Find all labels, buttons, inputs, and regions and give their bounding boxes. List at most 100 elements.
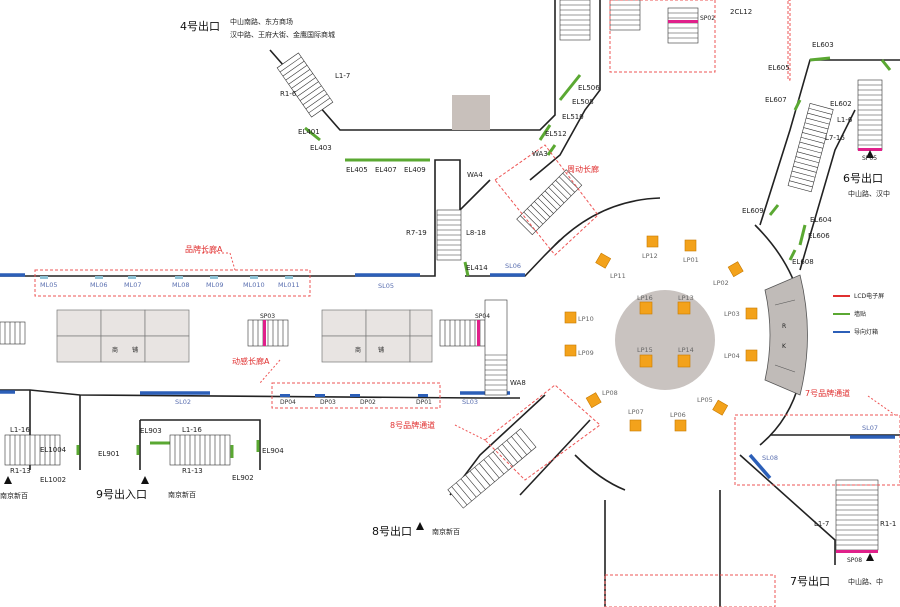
svg-text:EL403: EL403 (310, 144, 332, 152)
exit4-dest: 中山南路、东方商场 (230, 17, 293, 26)
svg-text:DP02: DP02 (360, 399, 376, 406)
wall (739, 454, 836, 565)
svg-text:ML010: ML010 (243, 281, 265, 289)
svg-text:K: K (782, 343, 787, 350)
svg-text:LP13: LP13 (678, 294, 694, 302)
svg-text:EL603: EL603 (812, 41, 834, 49)
moving-corridor: 周动长廊 (567, 164, 599, 174)
legend: LCD电子屏 墙贴 导向灯箱 (833, 292, 884, 336)
svg-text:LP01: LP01 (683, 256, 699, 264)
svg-text:EL606: EL606 (808, 232, 830, 240)
svg-text:SP05: SP05 (862, 155, 877, 162)
moving-corridor-a: 动感长廊A (232, 356, 270, 366)
svg-text:DP03: DP03 (320, 399, 336, 406)
lp-labels: LP11 LP12 LP01 LP02 LP03 LP04 LP05 LP06 … (578, 252, 740, 419)
exit9-label: 9号出入口 (96, 487, 147, 501)
svg-text:ML07: ML07 (124, 281, 142, 289)
svg-text:EL609: EL609 (742, 207, 764, 215)
svg-text:DP01: DP01 (416, 399, 432, 406)
svg-text:LP09: LP09 (578, 349, 594, 357)
brand-corridor-a: 品牌长廊A (185, 244, 223, 254)
svg-text:SP04: SP04 (475, 313, 490, 320)
svg-text:SL03: SL03 (462, 398, 478, 406)
wall (799, 109, 856, 271)
exit6-label: 6号出口 (843, 171, 883, 185)
svg-text:WA3: WA3 (532, 150, 548, 158)
svg-text:SL05: SL05 (378, 282, 394, 290)
svg-text:ML05: ML05 (40, 281, 58, 289)
svg-text:EL602: EL602 (830, 100, 852, 108)
svg-text:LP14: LP14 (678, 346, 694, 354)
exit-arrows (4, 150, 874, 561)
central-platform (615, 290, 715, 390)
exit6-dest: 中山路、汉中 (848, 189, 890, 198)
svg-text:EL405: EL405 (346, 166, 368, 174)
svg-text:L1-16: L1-16 (182, 426, 202, 434)
svg-text:LP07: LP07 (628, 408, 644, 416)
svg-text:LP11: LP11 (610, 272, 626, 280)
exit7-label: 7号出口 (790, 574, 830, 588)
svg-text:ML06: ML06 (90, 281, 108, 289)
facility-labels: EL506 EL508 EL510 EL512 WA3 WA4 EL401 EL… (40, 8, 878, 484)
svg-text:SL06: SL06 (505, 262, 521, 270)
svg-text:SP03: SP03 (260, 313, 275, 320)
exit4-dest: 汉中路、王府大街、金鹰国际商城 (230, 30, 335, 39)
svg-text:LP10: LP10 (578, 315, 594, 323)
wall (529, 0, 601, 181)
svg-text:EL414: EL414 (466, 264, 488, 272)
svg-text:R1-13: R1-13 (10, 467, 31, 475)
svg-text:EL901: EL901 (98, 450, 120, 458)
svg-text:EL903: EL903 (140, 427, 162, 435)
svg-text:LP05: LP05 (697, 396, 713, 404)
svg-text:R1-1: R1-1 (880, 520, 896, 528)
wall (0, 159, 491, 277)
svg-text:LP04: LP04 (724, 352, 740, 360)
stair-labels: L1-7 R1-6 R7-19 L8-18 L1-16 R1-13 L1-16 … (10, 15, 896, 564)
svg-text:EL510: EL510 (562, 113, 584, 121)
svg-text:LP15: LP15 (637, 346, 653, 354)
svg-text:EL605: EL605 (768, 64, 790, 72)
svg-text:EL512: EL512 (545, 130, 567, 138)
shop-char: 铺 (132, 346, 138, 354)
rk-booth: R K (764, 274, 808, 396)
svg-text:EL409: EL409 (404, 166, 426, 174)
shop-char: 铺 (378, 346, 384, 354)
svg-text:SP02: SP02 (700, 15, 715, 22)
svg-text:EL904: EL904 (262, 447, 284, 455)
svg-text:LP16: LP16 (637, 294, 653, 302)
svg-text:DP04: DP04 (280, 399, 296, 406)
svg-text:WA8: WA8 (510, 379, 526, 387)
svg-text:EL604: EL604 (810, 216, 832, 224)
svg-text:R7-19: R7-19 (406, 229, 427, 237)
svg-text:L7-16: L7-16 (825, 134, 845, 142)
svg-text:2CL12: 2CL12 (730, 8, 752, 16)
svg-text:R1-6: R1-6 (280, 90, 297, 98)
svg-text:EL407: EL407 (375, 166, 397, 174)
svg-text:EL608: EL608 (792, 258, 814, 266)
legend-lightbox: 导向灯箱 (854, 328, 878, 336)
svg-text:LP02: LP02 (713, 279, 729, 287)
exit7-dest: 中山路、中 (848, 577, 883, 586)
svg-text:L1-7: L1-7 (814, 520, 829, 528)
wall (574, 454, 626, 491)
svg-text:L1-7: L1-7 (335, 72, 350, 80)
svg-text:EL902: EL902 (232, 474, 254, 482)
svg-text:SL08: SL08 (762, 454, 778, 462)
exit-left-dest: 南京新百 (0, 491, 28, 500)
wall (759, 59, 900, 226)
brand-channel-8: 8号品牌通道 (390, 420, 435, 430)
svg-text:EL1004: EL1004 (40, 446, 67, 454)
stairs (0, 0, 883, 553)
exit4-label: 4号出口 (180, 19, 220, 33)
wall (140, 419, 261, 470)
svg-text:R: R (782, 323, 786, 330)
svg-text:L1-16: L1-16 (10, 426, 30, 434)
shop-char: 商 (112, 346, 118, 354)
svg-text:EL1002: EL1002 (40, 476, 66, 484)
svg-text:SP08: SP08 (847, 557, 862, 564)
lcd-screens (564, 235, 758, 432)
svg-text:EL607: EL607 (765, 96, 787, 104)
svg-text:SL07: SL07 (862, 424, 878, 432)
exit8-label: 8号出口 (372, 524, 412, 538)
